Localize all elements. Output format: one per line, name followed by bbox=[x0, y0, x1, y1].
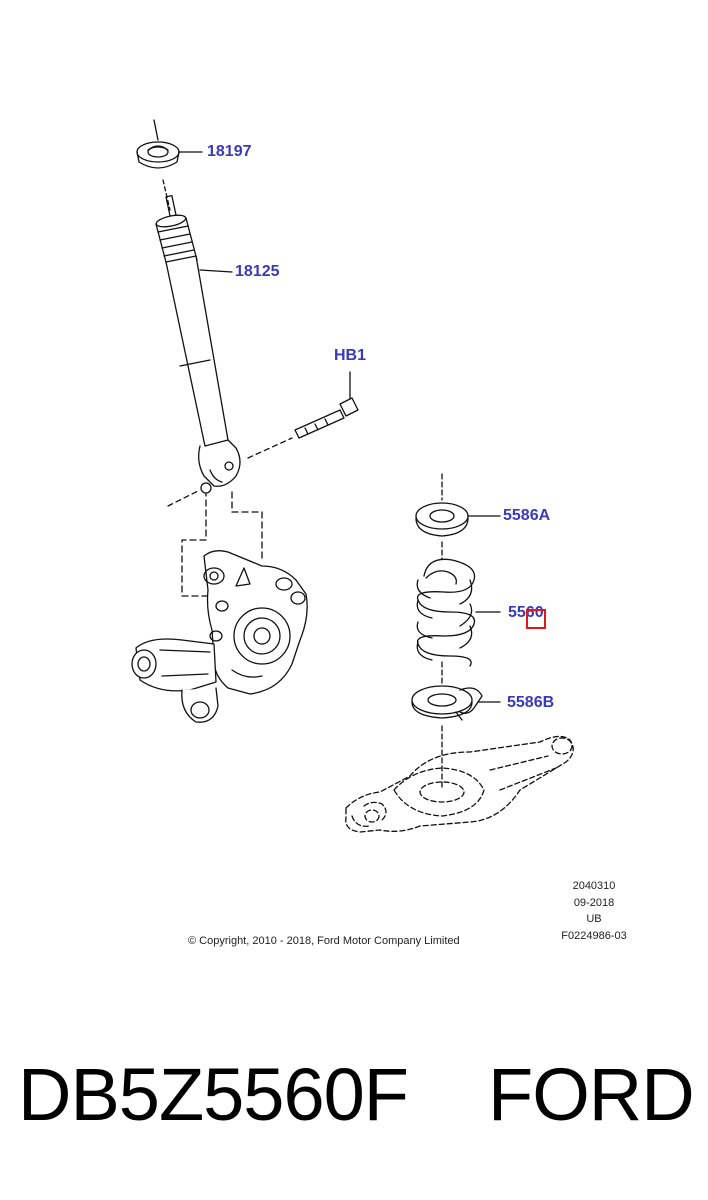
bolt bbox=[167, 371, 359, 507]
callout-spring: 5560 bbox=[508, 604, 544, 621]
upper-spring-seat bbox=[415, 473, 501, 537]
callout-upper-spring-seat: 5586A bbox=[503, 507, 551, 524]
suspension-diagram bbox=[131, 119, 574, 833]
callout-bolt: HB1 bbox=[334, 347, 367, 364]
lower-control-arm bbox=[345, 735, 574, 833]
top-mount bbox=[136, 119, 203, 169]
info-line-4: F0224986-03 bbox=[561, 929, 627, 942]
part-number: DB5Z5560F bbox=[18, 1053, 409, 1136]
shock-absorber bbox=[155, 179, 241, 487]
callout-shock-absorber: 18125 bbox=[235, 263, 280, 280]
coil-spring bbox=[416, 541, 501, 667]
callout-lower-spring-seat: 5586B bbox=[507, 694, 555, 711]
knuckle bbox=[131, 482, 308, 723]
info-line-2: 09-2018 bbox=[573, 896, 615, 909]
brand-name: FORD bbox=[488, 1053, 695, 1136]
info-line-3: UB bbox=[586, 913, 602, 925]
callout-top-mount: 18197 bbox=[207, 143, 252, 160]
lower-spring-seat bbox=[411, 661, 501, 791]
copyright-notice: © Copyright, 2010 - 2018, Ford Motor Com… bbox=[188, 935, 460, 947]
info-line-1: 2040310 bbox=[572, 880, 616, 892]
info-block: 2040310 09-2018 UB F0224986-03 bbox=[553, 878, 635, 944]
highlight-box bbox=[526, 609, 546, 629]
